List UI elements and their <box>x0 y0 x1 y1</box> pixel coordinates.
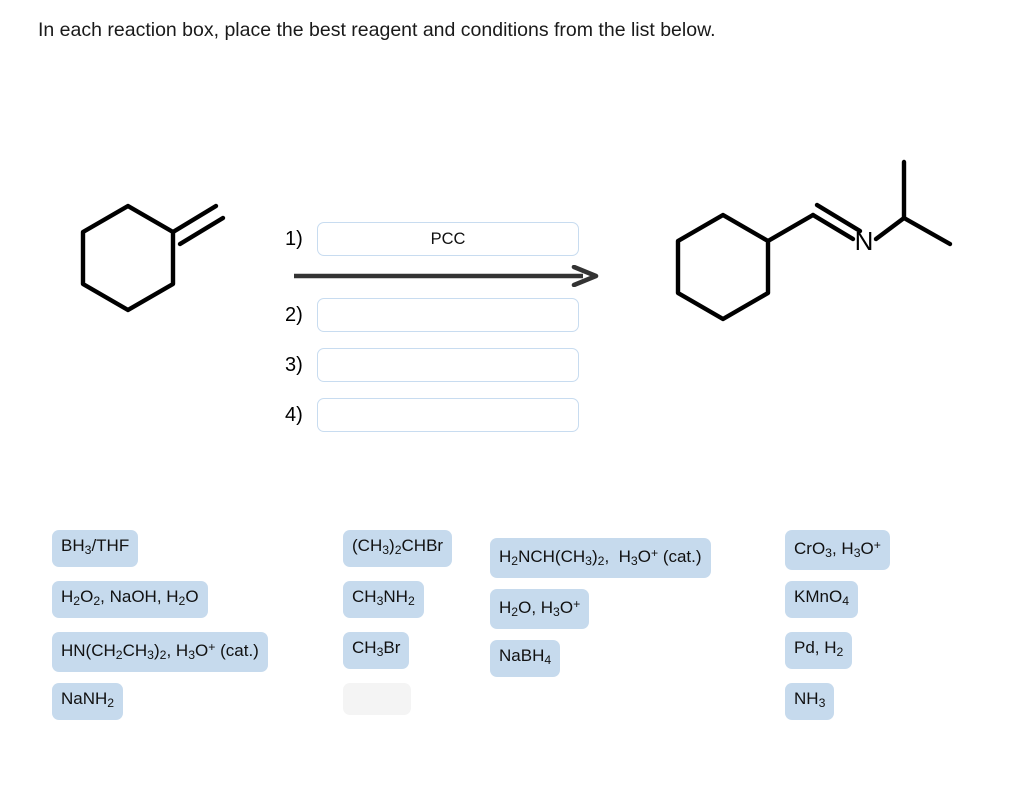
reagent-chip[interactable]: H2O, H3O+ <box>490 589 590 630</box>
reactant-skeletal-svg <box>80 203 226 313</box>
reagent-drop-box-1[interactable]: PCC <box>317 222 579 256</box>
reaction-step-1: 1) PCC <box>285 222 579 256</box>
reaction-step-4: 4) <box>285 398 579 432</box>
reagent-chip[interactable]: NaNH2 <box>52 683 124 720</box>
reagent-chip[interactable]: KMnO4 <box>785 581 858 618</box>
reaction-step-3: 3) <box>285 348 579 382</box>
page-title: In each reaction box, place the best rea… <box>38 19 716 41</box>
arrow-right-icon <box>294 264 599 288</box>
product-skeletal-svg: N <box>675 159 953 322</box>
reagent-chip[interactable]: CrO3, H3O+ <box>785 530 890 571</box>
reagent-chip-blank[interactable] <box>343 683 411 715</box>
reagent-chip[interactable]: HN(CH2CH3)2, H3O+ (cat.) <box>52 632 268 673</box>
product-structure-imine: N <box>648 138 978 343</box>
step-2-number: 2) <box>285 304 303 326</box>
reaction-step-2: 2) <box>285 298 579 332</box>
reagent-chip[interactable]: Pd, H2 <box>785 632 853 669</box>
reagent-chip[interactable]: H2O2, NaOH, H2O <box>52 581 208 618</box>
reagent-chip[interactable]: H2NCH(CH3)2, H3O+ (cat.) <box>490 538 711 579</box>
step-4-number: 4) <box>285 404 303 426</box>
step-3-number: 3) <box>285 354 303 376</box>
reactant-structure-methylenecyclohexane <box>58 185 248 340</box>
reagent-chip[interactable]: BH3/THF <box>52 530 139 567</box>
reagent-chip[interactable]: CH3NH2 <box>343 581 424 618</box>
reagent-chip[interactable]: NH3 <box>785 683 835 720</box>
reagent-drop-box-2[interactable] <box>317 298 579 332</box>
reagent-chip[interactable]: (CH3)2CHBr <box>343 530 453 567</box>
reagent-chip[interactable]: CH3Br <box>343 632 410 669</box>
nitrogen-atom-label: N <box>855 226 874 256</box>
reagent-drop-box-4[interactable] <box>317 398 579 432</box>
reaction-arrow-icon <box>291 264 601 288</box>
step-1-number: 1) <box>285 228 303 250</box>
reagent-chip[interactable]: NaBH4 <box>490 640 561 677</box>
reaction-scheme: 1) PCC 2) 3) 4) <box>285 215 605 432</box>
reagent-drop-box-3[interactable] <box>317 348 579 382</box>
